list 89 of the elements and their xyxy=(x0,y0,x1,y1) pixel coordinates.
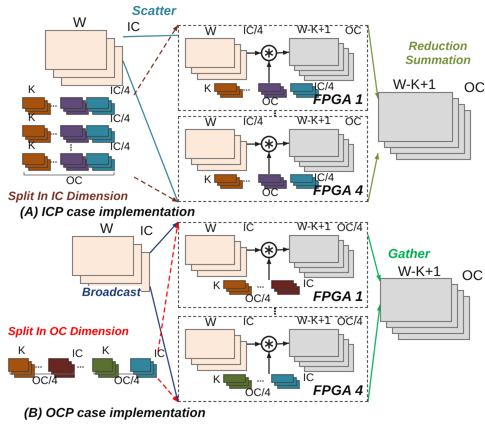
arrow xyxy=(134,176,178,203)
dimension-label: OC/4 xyxy=(337,317,363,328)
fpga-label: FPGA 4 xyxy=(313,383,364,397)
arrow xyxy=(134,24,178,96)
dimension-label: IC/4 xyxy=(110,86,130,97)
arrow xyxy=(276,247,290,252)
connector-line xyxy=(122,60,179,202)
dimension-label: IC xyxy=(154,349,165,360)
dimension-label: K xyxy=(204,84,212,95)
fpga-label: FPGA 1 xyxy=(313,92,364,106)
dimension-label: IC xyxy=(243,317,254,328)
dimension-label: W-K+1 xyxy=(297,25,331,36)
dimension-label: K xyxy=(102,346,110,357)
arrow xyxy=(247,248,261,252)
dimension-label: IC xyxy=(303,373,314,384)
caption: (B) OCP case implementation xyxy=(24,406,206,419)
convolution-operator xyxy=(261,45,277,61)
fpga-box xyxy=(178,116,368,202)
arrow xyxy=(150,222,178,254)
convolution-operator xyxy=(261,336,277,352)
dimension-label: K xyxy=(18,346,26,357)
dimension-label: IC/4 xyxy=(314,82,334,93)
dimension-label: W xyxy=(100,221,114,235)
dimension-label: W-K+1 xyxy=(297,222,331,233)
arrow xyxy=(266,352,272,374)
dimension-label: OC xyxy=(66,176,82,187)
arrow xyxy=(266,258,272,280)
fpga-label: FPGA 1 xyxy=(313,289,364,303)
dimension-label: W xyxy=(205,116,216,128)
dimension-label: K xyxy=(28,113,36,124)
arrow xyxy=(367,234,381,282)
dimension-label: OC xyxy=(345,26,362,37)
arrow xyxy=(247,50,261,56)
dimension-label: OC/4 xyxy=(337,223,363,234)
dimension-label: OC/4 xyxy=(245,294,271,305)
dimension-label: OC xyxy=(464,80,485,94)
dimension-label: K xyxy=(204,175,212,186)
dimension-label: IC/4 xyxy=(314,173,334,184)
dimension-label: IC/4 xyxy=(110,114,130,125)
convolution-operator xyxy=(261,242,277,258)
arrow xyxy=(157,222,180,352)
dimension-label: W xyxy=(205,316,216,328)
edge-label: Split In OC Dimension xyxy=(8,326,129,340)
dimension-label: OC/4 xyxy=(114,376,140,387)
dimension-label: IC/4 xyxy=(243,117,264,128)
dimension-label: W xyxy=(205,222,216,234)
arrow xyxy=(276,50,290,55)
arrow xyxy=(276,141,290,146)
dimension-label: OC/4 xyxy=(32,376,58,387)
arrow xyxy=(266,61,272,83)
dimension-label: OC xyxy=(262,97,278,108)
fpga-box xyxy=(178,316,368,402)
arrow xyxy=(247,342,261,346)
dimension-label: IC/4 xyxy=(243,26,264,37)
dimension-label: K xyxy=(28,85,36,96)
dimension-label: K xyxy=(28,141,36,152)
dimension-label: K xyxy=(213,281,220,292)
dimension-label: K xyxy=(213,375,220,386)
arrow xyxy=(149,286,179,402)
caption: (A) ICP case implementation xyxy=(20,205,196,218)
dimension-label: OC xyxy=(345,117,362,128)
arrow xyxy=(266,152,272,174)
dimension-label: IC xyxy=(72,349,83,360)
fpga-box xyxy=(178,222,368,308)
dimension-label: IC xyxy=(303,279,314,290)
dimension-label: W-K+1 xyxy=(398,264,441,278)
connector-line xyxy=(122,34,178,38)
arrow xyxy=(367,24,380,99)
arrow xyxy=(276,341,290,346)
arrow xyxy=(367,153,380,202)
arrow xyxy=(158,378,178,402)
dimension-label: IC xyxy=(140,224,153,237)
dimension-label: W-K+1 xyxy=(297,316,331,327)
dimension-label: W xyxy=(205,25,216,37)
dimension-label: OC xyxy=(462,268,483,282)
dimension-label: IC xyxy=(127,20,140,33)
edge-label: Split In IC Dimension xyxy=(8,190,128,204)
dimension-label: W-K+1 xyxy=(297,116,331,127)
dimension-label: IC xyxy=(243,223,254,234)
fpga-label: FPGA 4 xyxy=(313,183,364,197)
dimension-label: W xyxy=(73,15,86,29)
fpga-box xyxy=(178,25,368,111)
convolution-operator xyxy=(261,136,277,152)
dimension-label: OC/4 xyxy=(245,388,271,399)
arrow xyxy=(367,304,382,402)
dimension-label: IC/4 xyxy=(110,142,130,153)
arrow xyxy=(247,142,261,146)
dimension-label: OC xyxy=(262,188,278,199)
dimension-label: W-K+1 xyxy=(393,77,436,91)
